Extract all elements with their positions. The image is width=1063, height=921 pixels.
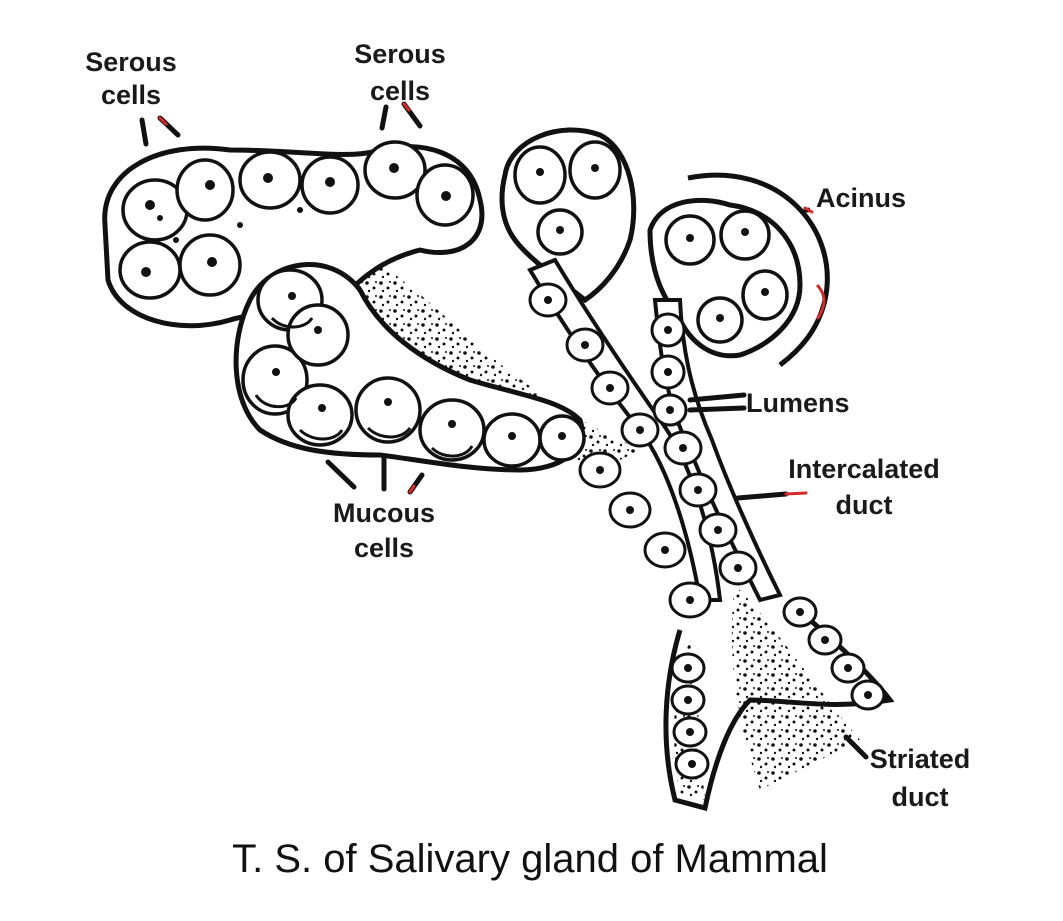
striated-duct — [663, 596, 895, 812]
label-intercalated-duct-line1: Intercalated — [788, 454, 940, 484]
label-serous-cells-mid-line2: cells — [370, 76, 430, 106]
leader-serous-mid-a — [379, 104, 389, 131]
label-mucous-cells-line2: cells — [354, 533, 414, 563]
labels: Serous cells Serous cells Acinus Lumens … — [85, 39, 970, 812]
label-striated-duct-line1: Striated — [870, 744, 971, 774]
leader-intercalated — [735, 491, 789, 501]
label-striated-duct-line2: duct — [892, 782, 949, 812]
mucous-acinus — [233, 262, 586, 473]
label-intercalated-duct-line2: duct — [836, 490, 893, 520]
acinus-boundary-arc — [687, 172, 830, 367]
acinus-upper-right — [499, 127, 803, 359]
leader-lumens-b — [687, 405, 747, 413]
label-serous-cells-left-line1: Serous — [85, 47, 177, 77]
label-serous-cells-left-line2: cells — [101, 80, 161, 110]
leader-striated — [843, 734, 869, 760]
label-serous-cells-mid-line1: Serous — [354, 39, 446, 69]
serous-acinus-left — [102, 140, 485, 329]
leader-lines — [139, 101, 869, 760]
intercalated-duct — [527, 257, 783, 619]
label-lumens: Lumens — [746, 388, 850, 418]
figure-caption: T. S. of Salivary gland of Mammal — [232, 837, 828, 881]
leader-serous-left-a — [139, 117, 149, 147]
label-acinus: Acinus — [816, 183, 906, 213]
label-mucous-cells-line1: Mucous — [333, 498, 435, 528]
leader-lumens-a — [687, 392, 747, 403]
leader-mucous-a — [325, 459, 357, 490]
